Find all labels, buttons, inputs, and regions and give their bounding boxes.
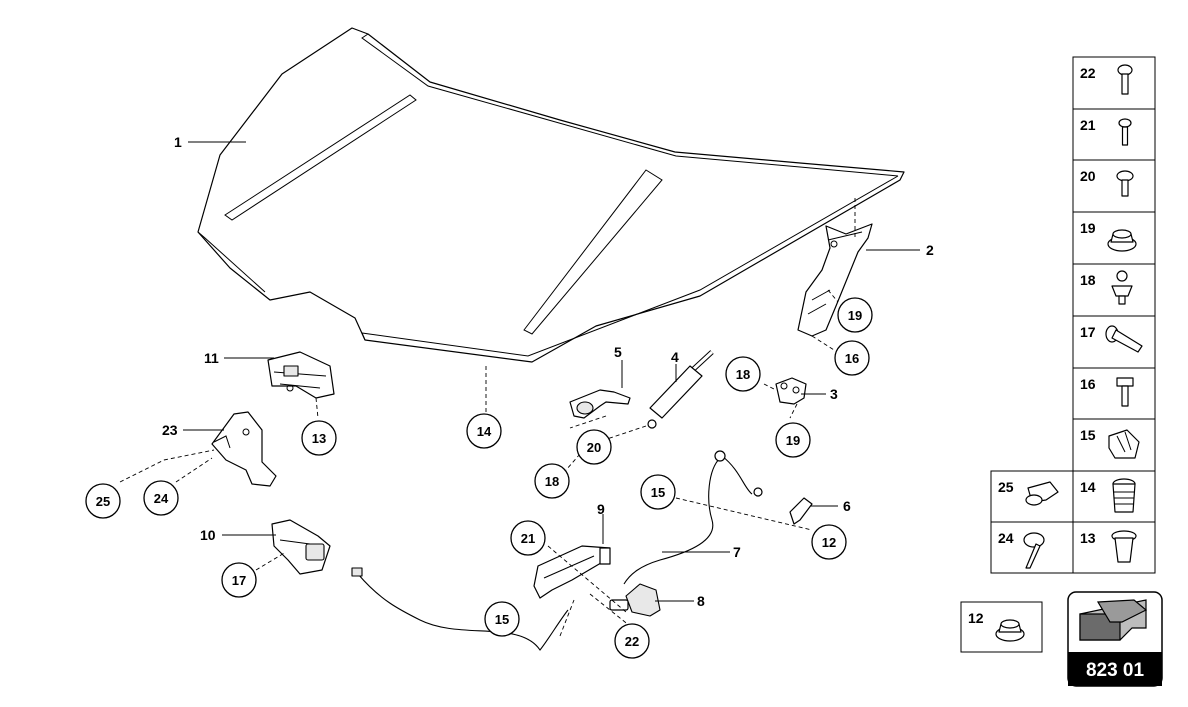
svg-text:20: 20 — [587, 440, 601, 455]
release-cables — [351, 450, 763, 651]
circled-ref-15a: 15 — [640, 474, 676, 510]
circled-references: 19 16 13 14 18 19 20 18 — [85, 297, 873, 659]
legend-num-22: 22 — [1080, 65, 1096, 81]
release-bracket — [533, 545, 611, 599]
circled-ref-18b: 18 — [534, 463, 570, 499]
leader-lines — [119, 141, 920, 637]
svg-text:18: 18 — [736, 367, 750, 382]
cable-clip — [789, 497, 813, 525]
circled-ref-24: 24 — [143, 480, 179, 516]
callout-4: 4 — [671, 349, 679, 365]
callout-numbers: 1 2 3 4 5 6 7 8 9 10 11 23 — [162, 134, 934, 609]
bolt-icon — [1116, 377, 1134, 407]
callout-7: 7 — [733, 544, 741, 560]
callout-10: 10 — [200, 527, 216, 543]
callout-2: 2 — [926, 242, 934, 258]
push-rivet-icon — [1023, 532, 1045, 569]
upper-latch — [267, 351, 335, 399]
circled-ref-12: 12 — [811, 524, 847, 560]
legend-num-19: 19 — [1080, 220, 1096, 236]
svg-text:13: 13 — [312, 431, 326, 446]
clip-nut-icon — [1025, 481, 1059, 506]
page-code: 823 01 — [1086, 660, 1145, 681]
circled-ref-18a: 18 — [725, 356, 761, 392]
legend-num-15: 15 — [1080, 427, 1096, 443]
circled-ref-17: 17 — [221, 562, 257, 598]
circled-ref-21: 21 — [510, 520, 546, 556]
nut-box: 12 — [960, 601, 1043, 653]
callout-1: 1 — [174, 134, 182, 150]
legend-num-21: 21 — [1080, 117, 1096, 133]
legend-num-14: 14 — [1080, 479, 1096, 495]
legend-num-24: 24 — [998, 530, 1014, 546]
gas-strut — [647, 350, 714, 429]
flange-nut-icon — [995, 619, 1025, 642]
circled-ref-22: 22 — [614, 623, 650, 659]
screw-icon — [1117, 64, 1133, 95]
callout-23: 23 — [162, 422, 178, 438]
legend-num-16: 16 — [1080, 376, 1096, 392]
svg-text:19: 19 — [848, 308, 862, 323]
callout-11: 11 — [204, 350, 219, 366]
svg-text:15: 15 — [495, 612, 509, 627]
svg-text:21: 21 — [521, 531, 535, 546]
latch-bracket — [211, 411, 277, 487]
callout-9: 9 — [597, 501, 605, 517]
svg-text:15: 15 — [651, 485, 665, 500]
svg-text:12: 12 — [822, 535, 836, 550]
arrow-icon — [1079, 599, 1148, 641]
hood-hinge — [797, 223, 873, 337]
expanding-rivet-icon — [1111, 530, 1137, 563]
callout-6: 6 — [843, 498, 851, 514]
svg-text:14: 14 — [477, 424, 492, 439]
pin-icon — [1105, 325, 1143, 353]
legend-num-17: 17 — [1080, 324, 1096, 340]
circled-ref-19b: 19 — [775, 422, 811, 458]
hinge-bracket — [775, 377, 807, 405]
svg-text:24: 24 — [154, 491, 169, 506]
circled-ref-19a: 19 — [837, 297, 873, 333]
circled-ref-25: 25 — [85, 483, 121, 519]
circled-ref-13: 13 — [301, 420, 337, 456]
legend-num-20: 20 — [1080, 168, 1096, 184]
strut-bracket — [569, 389, 631, 419]
ball-stud-icon — [1111, 270, 1133, 305]
grommet-icon — [1112, 478, 1136, 513]
svg-text:18: 18 — [545, 474, 559, 489]
screw-icon — [1118, 118, 1132, 146]
hood-panel — [197, 27, 905, 363]
legend-num-13: 13 — [1080, 530, 1096, 546]
parts-legend: 22 21 20 19 18 17 16 15 14 25 13 24 — [990, 56, 1156, 574]
page-code-badge: 823 01 — [1067, 591, 1163, 687]
svg-text:22: 22 — [625, 634, 639, 649]
circled-ref-14: 14 — [466, 413, 502, 449]
circled-ref-16: 16 — [834, 340, 870, 376]
lower-latch — [271, 519, 331, 575]
legend-num-18: 18 — [1080, 272, 1096, 288]
callout-8: 8 — [697, 593, 705, 609]
cable-clip-icon — [1108, 429, 1140, 459]
svg-text:25: 25 — [96, 494, 110, 509]
svg-text:16: 16 — [845, 351, 859, 366]
screw-icon — [1116, 170, 1134, 197]
release-handle — [609, 583, 661, 617]
callout-5: 5 — [614, 344, 622, 360]
flange-nut-icon — [1107, 229, 1137, 252]
svg-text:17: 17 — [232, 573, 246, 588]
circled-ref-15b: 15 — [484, 601, 520, 637]
legend-num-25: 25 — [998, 479, 1014, 495]
circled-ref-20: 20 — [576, 429, 612, 465]
svg-text:19: 19 — [786, 433, 800, 448]
nut-box-num: 12 — [968, 610, 984, 626]
callout-3: 3 — [830, 386, 838, 402]
